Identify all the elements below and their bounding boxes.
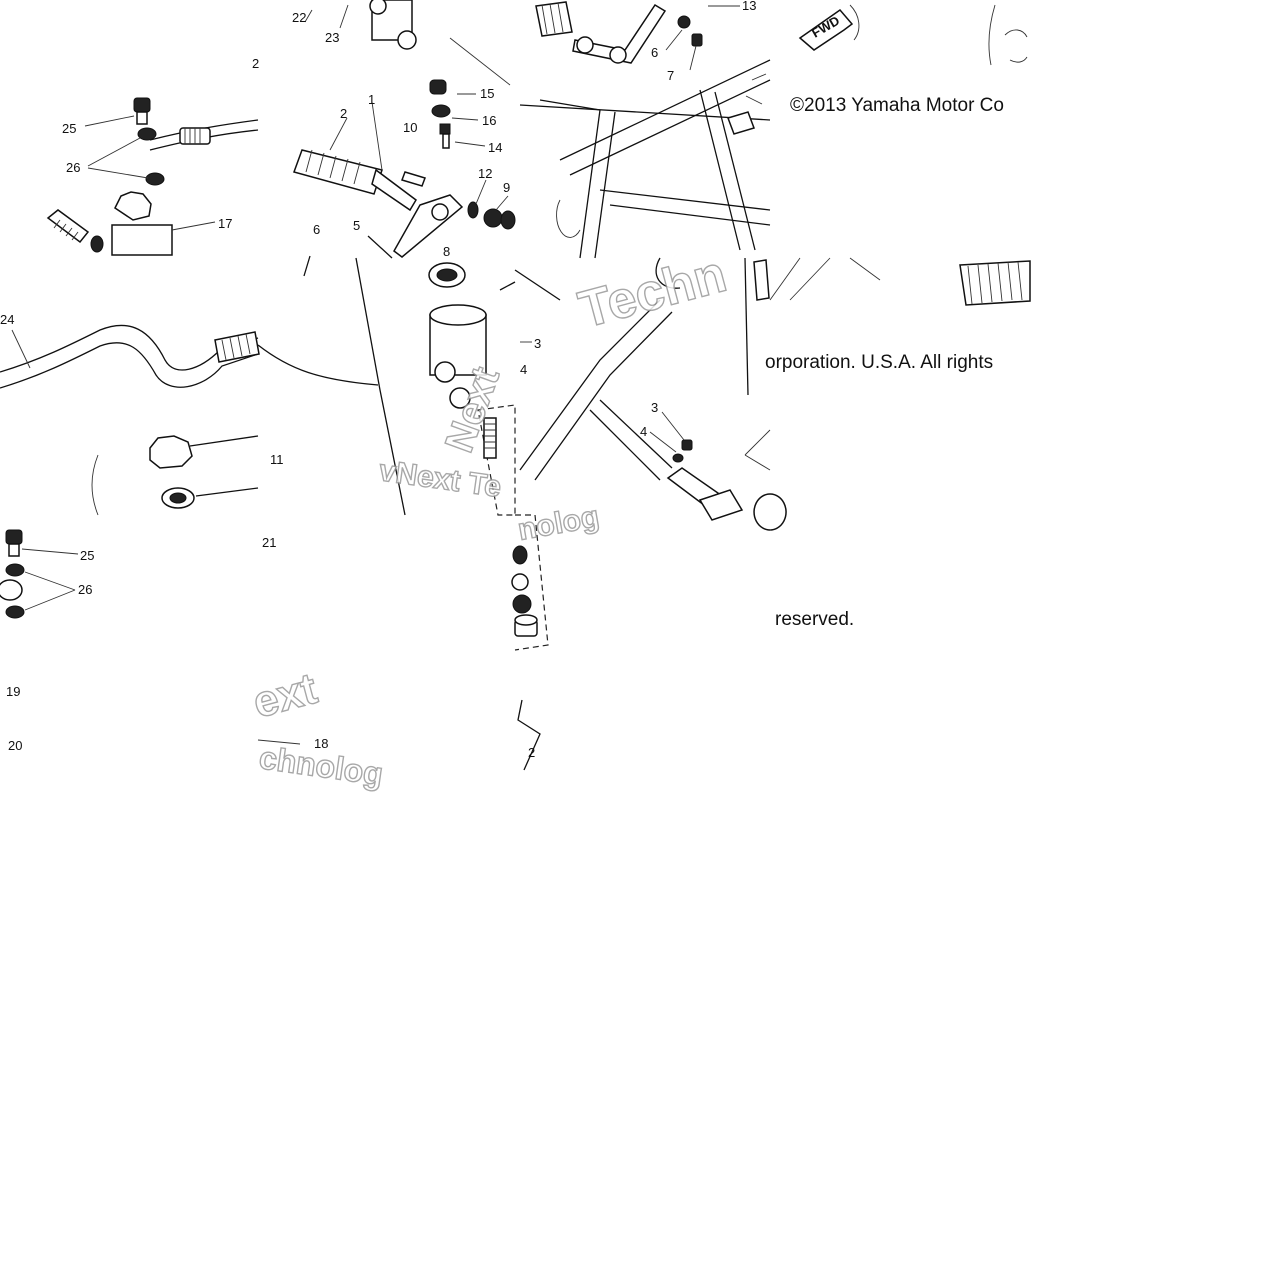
callout-20: 20 — [8, 738, 22, 753]
callout-26: 26 — [66, 160, 80, 175]
footrest-peg-icon — [293, 149, 417, 212]
bolt-icon — [401, 171, 426, 187]
bolt-icon — [753, 259, 770, 301]
tile-hose-cap — [0, 324, 260, 516]
tile-bottom-center — [511, 514, 549, 771]
copyright-line1: ©2013 Yamaha Motor Co — [790, 95, 1004, 116]
copyright-line2: orporation. U.S.A. All rights — [765, 352, 993, 373]
union-bolt-icon — [133, 97, 151, 125]
callout-2b: 2 — [528, 745, 535, 760]
washer-icon — [512, 545, 528, 565]
copyright-line3: reserved. — [775, 609, 854, 630]
callout-12: 12 — [478, 166, 492, 181]
footrest-peg-icon — [959, 260, 1031, 306]
tile-bottom-middle — [257, 739, 301, 745]
bushing-icon — [514, 614, 538, 637]
callouts: 22 23 13 6 7 25 26 17 2 1 15 16 10 14 12… — [0, 0, 756, 760]
pushrod-icon — [483, 417, 497, 459]
watermark-techn: Techn — [573, 245, 732, 340]
callout-14: 14 — [488, 140, 502, 155]
callout-7: 7 — [667, 68, 674, 83]
callout-25b: 25 — [80, 548, 94, 563]
master-cylinder-icon — [369, 0, 417, 50]
callout-6b: 6 — [313, 222, 320, 237]
fwd-arrow-icon: FWD — [798, 8, 854, 51]
callout-19: 19 — [6, 684, 20, 699]
callout-8: 8 — [443, 244, 450, 259]
callout-16: 16 — [482, 113, 496, 128]
washer-icon — [431, 104, 451, 118]
cylinder-cap-icon — [428, 262, 466, 288]
watermark-nolog: nolog — [515, 500, 601, 547]
tile-copyright-bottom: reserved. — [775, 609, 854, 630]
nut-icon — [483, 208, 503, 228]
bolt-icon — [691, 33, 703, 47]
pivot-shaft-icon — [666, 467, 744, 521]
tile-footrest — [293, 0, 516, 277]
tile-copyright-top: FWD ©2013 Yamaha Motor Co — [790, 4, 1028, 116]
watermark-chnolog: chnolog — [257, 739, 385, 792]
callout-13: 13 — [742, 0, 756, 13]
tile-master-cylinder — [257, 257, 516, 516]
washer-icon — [137, 127, 157, 141]
watermark-ext: ext — [248, 664, 322, 728]
callout-1: 1 — [368, 92, 375, 107]
tile-pedal-frame — [519, 1, 771, 259]
callout-22: 22 — [292, 10, 306, 25]
tile-copyright-middle: orporation. U.S.A. All rights — [753, 257, 1031, 531]
callout-4: 4 — [520, 362, 527, 377]
washer-icon — [145, 172, 165, 186]
callout-2c: 2 — [252, 56, 259, 71]
callout-21: 21 — [262, 535, 276, 550]
washer-icon — [511, 573, 529, 591]
washer-icon — [512, 594, 532, 614]
callout-11: 11 — [270, 452, 284, 467]
footrest-peg-icon — [535, 1, 573, 37]
bolt-icon — [439, 123, 451, 149]
master-cylinder-icon — [429, 304, 487, 409]
callout-25: 25 — [62, 121, 76, 136]
bolt-icon — [46, 209, 90, 244]
callout-9: 9 — [503, 180, 510, 195]
washer-icon — [5, 563, 25, 577]
bolt-icon — [672, 439, 693, 463]
callout-18: 18 — [314, 736, 328, 751]
watermarks: Techn Next vNext Te ext chnolog nolog — [247, 244, 733, 793]
callout-4b: 4 — [640, 424, 647, 439]
reservoir-cap-icon — [149, 435, 193, 469]
watermark-vnext: vNext Te — [377, 454, 503, 504]
callout-24: 24 — [0, 312, 14, 327]
reservoir-cap-icon — [111, 191, 173, 256]
callout-10: 10 — [403, 120, 417, 135]
callout-3: 3 — [534, 336, 541, 351]
pedal-arm-icon — [393, 194, 464, 258]
callout-6: 6 — [651, 45, 658, 60]
callout-15: 15 — [480, 86, 494, 101]
tile-frame-center — [514, 257, 771, 521]
callout-17: 17 — [218, 216, 232, 231]
callout-5: 5 — [353, 218, 360, 233]
callout-23: 23 — [325, 30, 339, 45]
nut-icon — [500, 210, 516, 230]
washer-icon — [5, 605, 25, 619]
washer-icon — [467, 201, 479, 219]
tile-hose-reservoir — [46, 97, 259, 256]
tile-bottom-left — [0, 529, 79, 619]
union-bolt-icon — [5, 529, 23, 557]
hose-fitting-icon — [179, 127, 211, 145]
callout-26b: 26 — [78, 582, 92, 597]
washer-icon — [677, 15, 691, 29]
hose-fitting-icon — [214, 331, 260, 363]
callout-2: 2 — [340, 106, 347, 121]
washer-icon — [90, 235, 104, 253]
nut-icon — [429, 79, 447, 95]
callout-3b: 3 — [651, 400, 658, 415]
